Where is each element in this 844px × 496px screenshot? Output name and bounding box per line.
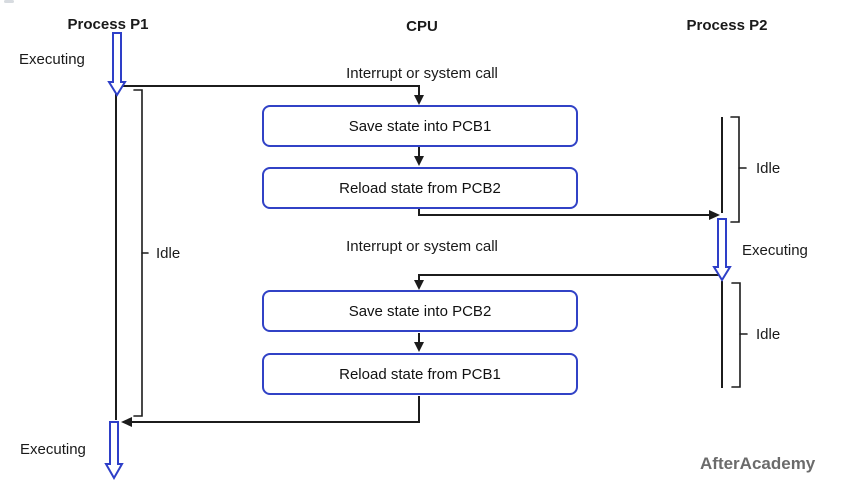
bracket-p1-idle xyxy=(133,89,143,417)
interrupt-label-mid: Interrupt or system call xyxy=(346,238,498,255)
process-p2-header: Process P2 xyxy=(686,17,768,34)
executing-arrow-p2 xyxy=(712,218,732,282)
step-box-reload-pcb2: Reload state from PCB2 xyxy=(262,167,578,209)
connector-box2-to-p2 xyxy=(418,209,709,216)
watermark: AfterAcademy xyxy=(700,454,816,473)
executing-label-bottom-left: Executing xyxy=(20,441,86,458)
executing-arrow-p1-bottom xyxy=(104,421,124,481)
connector-box4-to-p1 xyxy=(132,396,420,423)
connector-p1-to-box1 xyxy=(118,85,420,96)
cpu-header: CPU xyxy=(406,18,438,35)
step-box-save-pcb2: Save state into PCB2 xyxy=(262,290,578,332)
idle-label-p2-bottom: Idle xyxy=(756,326,781,343)
bracket-p2-idle-top xyxy=(730,116,740,223)
arrowhead-p1 xyxy=(121,417,132,427)
executing-label-p2: Executing xyxy=(742,242,808,259)
process-p1-header: Process P1 xyxy=(67,16,149,33)
executing-arrow-p1-top xyxy=(107,32,127,97)
step-box-save-pcb1: Save state into PCB1 xyxy=(262,105,578,147)
arrowhead-box1 xyxy=(414,95,424,105)
step-box-label: Reload state from PCB2 xyxy=(339,179,501,197)
idle-label-p1: Idle xyxy=(156,245,181,262)
executing-label-top-left: Executing xyxy=(19,51,85,68)
arrowhead-p2 xyxy=(709,210,720,220)
step-box-label: Reload state from PCB1 xyxy=(339,365,501,383)
interrupt-label-top: Interrupt or system call xyxy=(346,65,498,82)
arrowhead-box4 xyxy=(414,342,424,352)
step-box-label: Save state into PCB1 xyxy=(348,117,492,135)
step-box-label: Save state into PCB2 xyxy=(348,302,492,320)
step-box-reload-pcb1: Reload state from PCB1 xyxy=(262,353,578,395)
bracket-p2-idle-bottom xyxy=(731,282,741,388)
connector-p2-to-box3 xyxy=(418,274,719,281)
idle-label-p2-top: Idle xyxy=(756,160,781,177)
arrowhead-box3 xyxy=(414,280,424,290)
arrowhead-box2 xyxy=(414,156,424,166)
corner-artifact xyxy=(4,0,14,3)
